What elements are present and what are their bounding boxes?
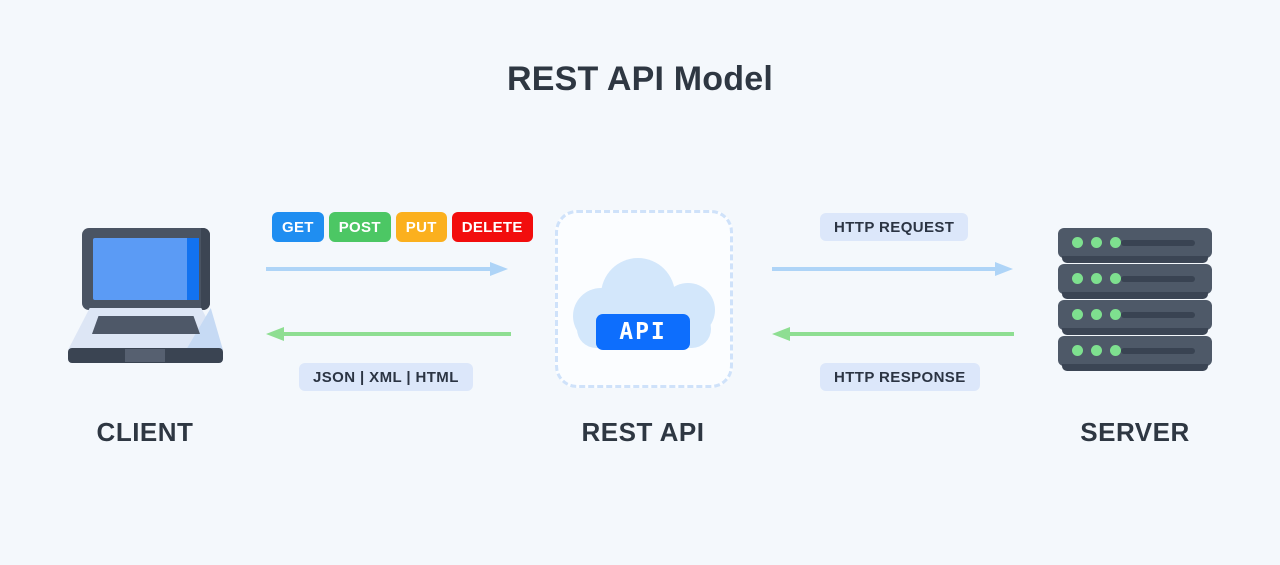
laptop-foot-notch	[125, 349, 165, 362]
method-badge-put[interactable]: PUT	[395, 212, 447, 242]
server-led-icon	[1072, 345, 1083, 356]
server-rack-shadow	[1062, 256, 1208, 263]
arrow-api-to-server	[772, 262, 1013, 276]
server-led-icon	[1110, 237, 1121, 248]
arrow-server-to-api	[772, 327, 1014, 341]
arrow-line	[266, 267, 492, 271]
server-rack-shadow	[1062, 328, 1208, 335]
server-rack-shadow	[1062, 364, 1208, 371]
laptop-lid-edge	[201, 228, 210, 310]
arrow-head	[490, 262, 508, 276]
arrow-head	[995, 262, 1013, 276]
server-rack-bar	[1121, 348, 1195, 354]
arrow-line	[788, 332, 1014, 336]
server-rack	[1058, 300, 1212, 330]
arrow-head	[266, 327, 284, 341]
method-badge-post[interactable]: POST	[328, 212, 391, 242]
http-method-badge-group: GET POST PUT DELETE	[272, 212, 533, 242]
server-led-icon	[1110, 309, 1121, 320]
client-label: CLIENT	[96, 417, 194, 447]
arrow-head	[772, 327, 790, 341]
page-title: REST API Model	[506, 60, 773, 98]
payload-formats-pill: JSON | XML | HTML	[299, 363, 473, 391]
server-rack-shadow	[1062, 292, 1208, 299]
server-rack	[1058, 228, 1212, 258]
laptop-screen-strip	[187, 238, 199, 300]
server-led-icon	[1091, 237, 1102, 248]
server-rack-icon	[1058, 228, 1212, 373]
laptop-icon	[68, 228, 223, 373]
server-rack-bar	[1121, 276, 1195, 282]
server-rack-bar	[1121, 240, 1195, 246]
server-led-icon	[1072, 273, 1083, 284]
server-led-icon	[1072, 237, 1083, 248]
http-request-pill: HTTP REQUEST	[820, 213, 969, 241]
server-led-icon	[1110, 345, 1121, 356]
server-led-icon	[1091, 273, 1102, 284]
arrow-client-to-api	[266, 262, 508, 276]
arrow-api-to-client	[266, 327, 511, 341]
http-response-pill: HTTP RESPONSE	[820, 363, 980, 391]
server-led-icon	[1091, 345, 1102, 356]
server-rack	[1058, 264, 1212, 294]
server-rack	[1058, 336, 1212, 366]
method-badge-get[interactable]: GET	[272, 212, 324, 242]
server-label: SERVER	[1080, 417, 1190, 447]
laptop-screen	[93, 238, 199, 300]
arrow-line	[282, 332, 511, 336]
arrow-line	[772, 267, 997, 271]
server-led-icon	[1110, 273, 1121, 284]
method-badge-delete[interactable]: DELETE	[451, 212, 533, 242]
server-led-icon	[1072, 309, 1083, 320]
server-led-icon	[1091, 309, 1102, 320]
api-badge: API	[596, 314, 690, 350]
rest-api-label: REST API	[581, 417, 705, 447]
laptop-lid	[82, 228, 210, 310]
server-rack-bar	[1121, 312, 1195, 318]
laptop-keyboard	[92, 316, 200, 334]
